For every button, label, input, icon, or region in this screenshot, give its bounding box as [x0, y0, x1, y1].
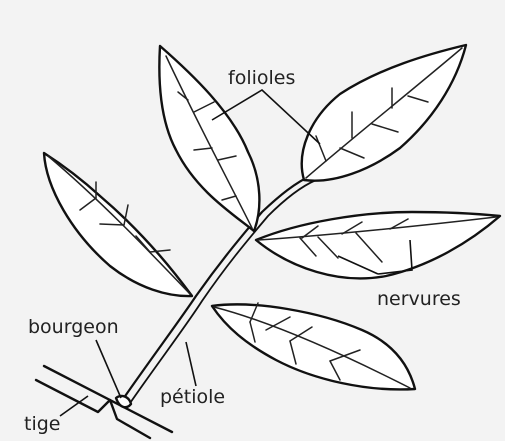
leaflet-middle-right: [256, 212, 500, 278]
leaflet-lower-left: [44, 153, 192, 296]
petiole-stalk: [121, 175, 316, 406]
label-folioles: folioles: [228, 67, 295, 89]
bourgeon-pointer: [96, 340, 121, 398]
label-nervures: nervures: [377, 288, 461, 310]
leaflet-lower-right: [212, 303, 415, 389]
label-tige: tige: [24, 413, 60, 435]
leaflet-top-right: [302, 45, 466, 181]
label-bourgeon: bourgeon: [28, 316, 119, 338]
petiole-pointer: [186, 342, 196, 386]
label-petiole: pétiole: [160, 386, 225, 408]
